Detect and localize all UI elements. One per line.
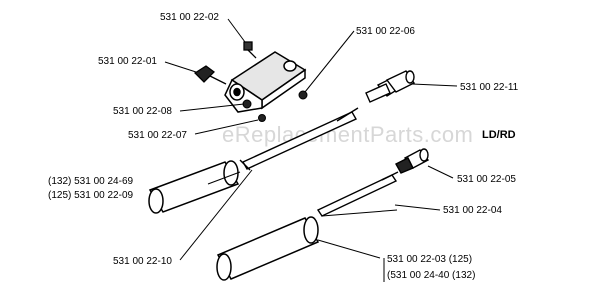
watermark-text: eReplacementParts.com	[222, 122, 473, 147]
screw-22-07-drawing	[258, 114, 266, 122]
shaft-upper-drawing	[239, 107, 359, 171]
part-label-22-10: 531 00 22-10	[113, 256, 172, 267]
shaft-lower-drawing	[316, 171, 399, 217]
tube-left-drawing	[148, 160, 240, 214]
part-label-22-05: 531 00 22-05	[457, 174, 516, 185]
knob-22-01-drawing	[193, 65, 227, 85]
part-label-22-07: 531 00 22-07	[128, 130, 187, 141]
coupling-22-11-drawing	[365, 70, 416, 103]
model-label: LD/RD	[482, 129, 516, 141]
part-label-22-04: 531 00 22-04	[443, 205, 502, 216]
part-label-22-02: 531 00 22-02	[160, 12, 219, 23]
part-label-22-11: 531 00 22-11	[460, 82, 519, 93]
housing-block-drawing	[224, 51, 307, 113]
part-label-22-01: 531 00 22-01	[98, 56, 157, 67]
leader-lines	[164, 18, 458, 282]
part-label-24-69: (132) 531 00 24-69	[48, 176, 134, 187]
part-label-22-08: 531 00 22-08	[113, 106, 172, 117]
tube-right-drawing	[216, 216, 320, 281]
screw-22-02-drawing	[243, 41, 257, 59]
part-label-22-03: 531 00 22-03 (125)	[387, 254, 472, 265]
ferrule-22-05-drawing	[395, 148, 430, 174]
nut-22-08-drawing	[242, 99, 252, 109]
nut-22-06-drawing	[298, 90, 308, 100]
part-label-24-40: (531 00 24-40 (132)	[387, 270, 475, 281]
part-label-22-06: 531 00 22-06	[356, 26, 415, 37]
part-label-22-09: (125) 531 00 22-09	[48, 190, 134, 201]
